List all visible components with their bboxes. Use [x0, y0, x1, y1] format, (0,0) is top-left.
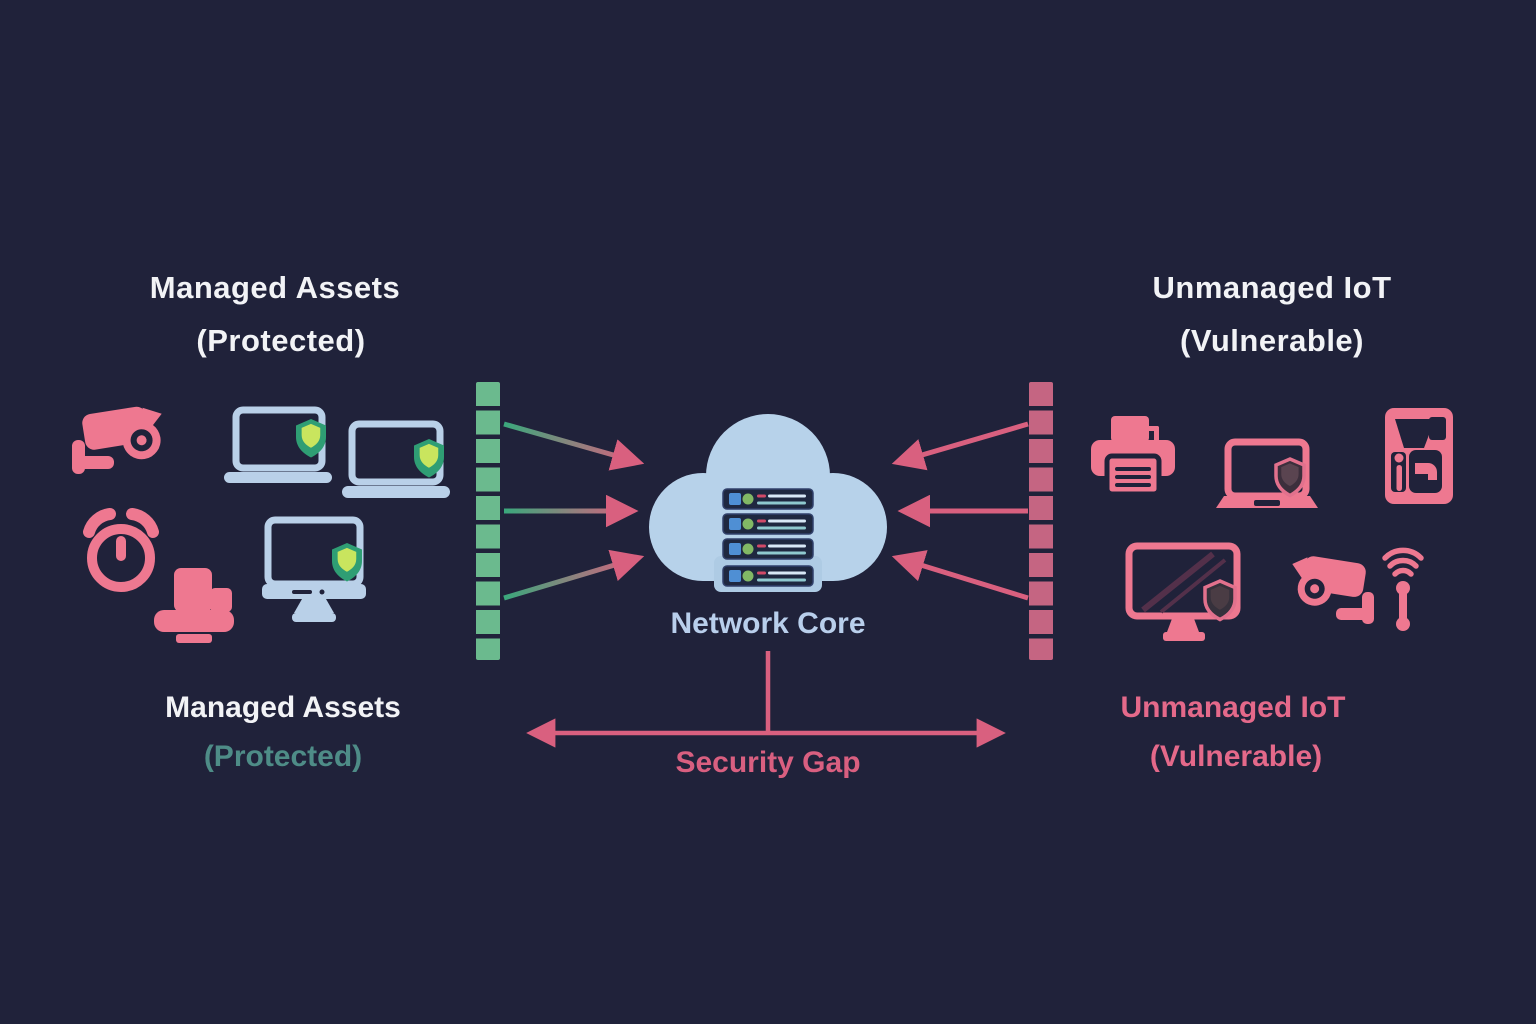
right-zone-title-line1: Unmanaged IoT — [1152, 270, 1392, 305]
laptop-with-shield-icon — [1216, 438, 1318, 508]
left-zone-caption-line1: Managed Assets — [165, 691, 401, 724]
printer-icon — [1091, 416, 1175, 497]
security-gap-label: Security Gap — [675, 746, 861, 779]
green-shield-icon — [296, 419, 326, 458]
cctv-camera-icon — [1292, 556, 1374, 624]
right-zone-caption-line1: Unmanaged IoT — [1120, 691, 1346, 724]
wifi-antenna-icon — [1382, 547, 1424, 631]
iot-traffic-arrows — [891, 421, 1029, 601]
green-shield-icon — [414, 439, 444, 478]
green-shield-icon — [332, 543, 362, 582]
cctv-camera-icon — [72, 406, 162, 474]
network-core-label: Network Core — [670, 607, 866, 640]
alarm-clock-icon — [83, 508, 159, 592]
network-core-cloud — [649, 414, 887, 592]
left-zone-caption-line2: (Protected) — [203, 740, 363, 773]
server-rack-icon — [722, 488, 814, 587]
firewall-bar-protected — [476, 382, 500, 660]
right-zone-title-line2: (Vulnerable) — [1180, 323, 1364, 358]
laptop-with-shield-icon — [224, 406, 332, 483]
exposure-bar-vulnerable — [1029, 382, 1053, 660]
managed-traffic-arrows — [503, 421, 645, 601]
left-zone-title-line1: Managed Assets — [149, 270, 401, 305]
left-zone-title-line2: (Protected) — [196, 323, 366, 358]
desktop-with-shield-icon — [262, 516, 366, 622]
printer-icon — [154, 568, 234, 643]
dark-shield-icon — [1203, 579, 1237, 622]
desktop-with-shield-icon — [1125, 542, 1241, 641]
dark-shield-icon — [1274, 457, 1306, 498]
security-gap-connector — [526, 651, 1006, 748]
right-zone-caption-line2: (Vulnerable) — [1149, 740, 1323, 773]
laptop-with-shield-icon — [342, 420, 450, 498]
coffee-maker-icon — [1385, 408, 1453, 504]
